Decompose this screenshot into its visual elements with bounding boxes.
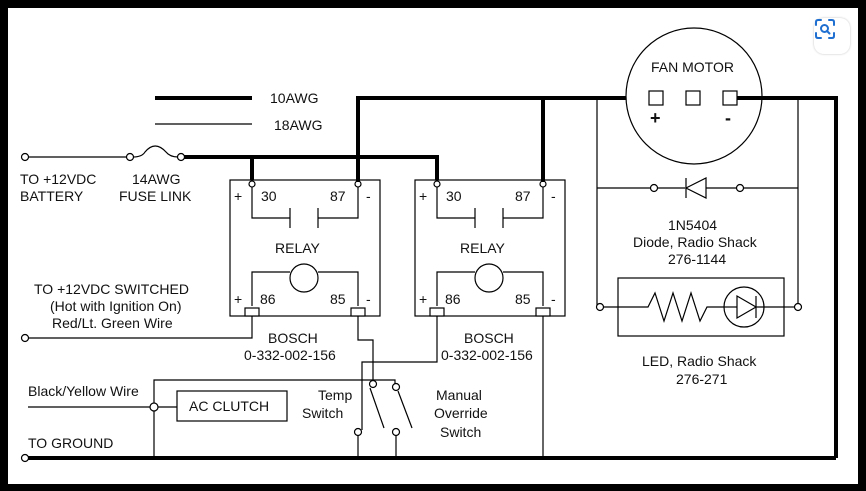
- fan-motor-terminal-minus: [722, 90, 738, 106]
- switched-wire: [28, 316, 253, 339]
- fan-motor-label: FAN MOTOR: [651, 59, 734, 75]
- relay-1-85-wire: [357, 316, 374, 380]
- manual-switch-top-terminal: [391, 382, 401, 392]
- relay-1-terminal-85: [350, 307, 366, 317]
- fuse-link: [132, 145, 179, 158]
- temp-switch-label-2: Switch: [302, 405, 343, 421]
- relay-1-minus-top: -: [366, 188, 371, 204]
- relay-2-label-87: 87: [515, 188, 531, 204]
- fan-motor-minus: -: [725, 108, 731, 128]
- led-terminal-left: [595, 302, 605, 312]
- temp-switch-bottom-terminal: [353, 427, 363, 437]
- legend-thick-label: 10AWG: [270, 90, 319, 106]
- temp-switch-label-1: Temp: [318, 387, 352, 403]
- relay-2-plus-top: +: [419, 188, 427, 204]
- relay-2-contact-right: [503, 187, 544, 219]
- relay-2-terminal-30: [433, 180, 441, 188]
- manual-switch-label-3: Switch: [440, 424, 481, 440]
- switched-label-2: (Hot with Ignition On): [50, 298, 182, 314]
- diode-symbol: [684, 177, 707, 199]
- relay-2-minus-bottom: -: [551, 291, 556, 307]
- switched-label-3: Red/Lt. Green Wire: [52, 315, 173, 331]
- relay-1-contact-left: [251, 187, 290, 219]
- visual-search-button[interactable]: [814, 18, 850, 54]
- relay-1-brand: BOSCH: [268, 330, 318, 346]
- ground-label: TO GROUND: [28, 435, 113, 451]
- relay-1-plus-top: +: [234, 188, 242, 204]
- battery-label-1: TO +12VDC: [20, 171, 96, 187]
- manual-switch-label-1: Manual: [436, 387, 482, 403]
- relay-2-86-wire: [361, 316, 438, 430]
- relay-2-coil-right: [503, 271, 544, 306]
- fan-motor-plus: +: [650, 108, 661, 128]
- relay-2-label-85: 85: [515, 291, 531, 307]
- fuse-terminal-right: [176, 152, 186, 162]
- relay-1-label-85: 85: [330, 291, 346, 307]
- relay-1-coil-right: [318, 271, 359, 306]
- legend-thin-label: 18AWG: [274, 117, 323, 133]
- black-yellow-label: Black/Yellow Wire: [28, 383, 139, 399]
- black-yellow-junction: [149, 402, 159, 412]
- diode-label-2: Diode, Radio Shack: [633, 234, 758, 250]
- temp-switch-top-terminal: [368, 379, 378, 389]
- relay-1-label-30: 30: [261, 188, 277, 204]
- battery-label-2: BATTERY: [20, 188, 84, 204]
- relay-1-label-87: 87: [330, 188, 346, 204]
- relay-2-minus-top: -: [551, 188, 556, 204]
- relay-1-plus-bottom: +: [234, 291, 242, 307]
- ground-terminal: [20, 453, 30, 463]
- relay-2-plus-bottom: +: [419, 291, 427, 307]
- relay-2: [414, 179, 566, 317]
- relay-1-coil: [289, 263, 319, 293]
- diagram-canvas: 10AWG 18AWG TO +12VDC BATTERY 14AWG FUSE…: [8, 8, 858, 484]
- diode-label-3: 276-1144: [668, 251, 726, 267]
- relay-1-label-86: 86: [260, 291, 276, 307]
- relay-2-brand: BOSCH: [464, 330, 514, 346]
- relay-1-part: 0-332-002-156: [244, 347, 336, 363]
- fan-motor-ground-wire: [737, 96, 838, 458]
- relay-2-label-30: 30: [446, 188, 462, 204]
- relay-1-minus-bottom: -: [366, 291, 371, 307]
- fuse-terminal-left: [125, 152, 135, 162]
- switch-common-wire: [153, 379, 396, 403]
- wiring-diagram: 10AWG 18AWG TO +12VDC BATTERY 14AWG FUSE…: [20, 27, 838, 463]
- relay-2-coil-left: [436, 271, 475, 306]
- relay-2-part: 0-332-002-156: [441, 347, 533, 363]
- relay-2-terminal-86: [429, 307, 445, 317]
- battery-terminal: [20, 152, 30, 162]
- relay-1-label: RELAY: [275, 240, 321, 256]
- relay-2-terminal-85: [535, 307, 551, 317]
- fan-motor-terminal-center: [685, 90, 701, 106]
- led-terminal-right: [793, 302, 803, 312]
- relay-2-contact-left: [436, 187, 475, 219]
- fan-motor-terminal-plus: [648, 90, 664, 106]
- switched-terminal: [20, 333, 30, 343]
- fuse-label-2: FUSE LINK: [119, 188, 192, 204]
- switched-label-1: TO +12VDC SWITCHED: [34, 281, 189, 297]
- diode-terminal-right: [735, 183, 745, 193]
- relay-2-coil: [474, 263, 504, 293]
- manual-switch-label-2: Override: [434, 405, 488, 421]
- relay-1-coil-left: [251, 271, 290, 306]
- manual-switch-bottom-terminal: [391, 427, 401, 437]
- resistor-symbol: [618, 291, 724, 323]
- relay-2-label: RELAY: [460, 240, 506, 256]
- led-label-1: LED, Radio Shack: [642, 353, 757, 369]
- ac-clutch-box: [176, 390, 288, 422]
- relay-1-contact-right: [318, 187, 359, 219]
- relay-1: [229, 179, 381, 317]
- relay-1-output-wire: [356, 96, 657, 182]
- temp-switch-blade: [369, 387, 385, 429]
- relay-1-terminal-86: [244, 307, 260, 317]
- led-label-2: 276-271: [676, 371, 728, 387]
- fuse-label-1: 14AWG: [132, 171, 181, 187]
- diode-terminal-left: [649, 183, 659, 193]
- ac-clutch-label: AC CLUTCH: [189, 398, 269, 414]
- feed-wire-10awg: [184, 155, 439, 182]
- relay-1-terminal-30: [248, 180, 256, 188]
- relay-2-label-86: 86: [445, 291, 461, 307]
- diode-label-1: 1N5404: [668, 217, 717, 233]
- manual-switch-blade: [397, 390, 413, 429]
